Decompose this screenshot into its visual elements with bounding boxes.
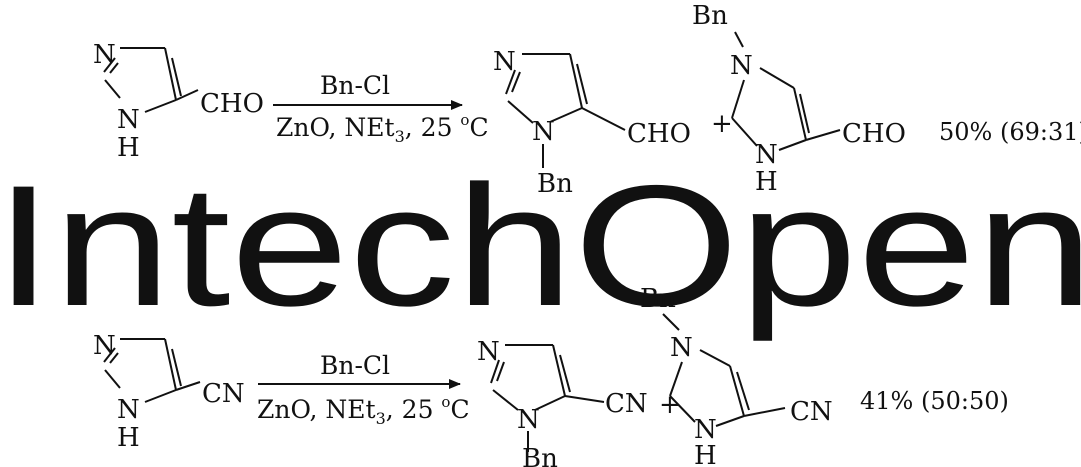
row1-reagent-deg: o (460, 111, 469, 129)
row2-product-a-bn: Bn (522, 444, 558, 467)
row2-reagent-sub: 3 (376, 409, 386, 428)
row1-plus: + (711, 109, 733, 139)
row1-reactant-n-bot: N (117, 105, 140, 135)
row2-reactant-h: H (117, 423, 140, 453)
row1-reagent-base: ZnO, NEt (276, 113, 395, 142)
row2-reagent-unit: C (450, 395, 469, 424)
row1-product-b (731, 31, 841, 151)
watermark-text: IntechOpen (0, 150, 1081, 342)
row2-reactant (103, 338, 201, 403)
row1-product-a (505, 53, 626, 168)
row2-reactant-n-bot: N (117, 395, 140, 425)
row1-product-a-n-top: N (493, 47, 516, 77)
row1-reagent-tail: , 25 (405, 113, 461, 142)
row2-reactant-n-top: N (93, 331, 116, 361)
row1-product-b-h: H (755, 167, 778, 197)
row2-reagent-bottom: ZnO, NEt3, 25 oC (257, 393, 470, 428)
row2-reactant-group: CN (202, 379, 245, 409)
row1-reagent-unit: C (469, 113, 488, 142)
row1-reactant-n-top: N (93, 40, 116, 70)
row2-reagent-deg: o (441, 393, 450, 411)
row2-product-a-n-bot: N (517, 405, 540, 435)
row2-product-b-n-top: N (670, 333, 693, 363)
row1-reactant-h: H (117, 133, 140, 163)
row1-reactant-group: CHO (200, 89, 264, 119)
row1-reactant (103, 47, 199, 113)
row1-product-a-n-bot: N (532, 117, 555, 147)
watermark: IntechOpen (0, 150, 1081, 342)
row1-reagent-sub: 3 (395, 127, 405, 146)
row1-product-a-bn: Bn (537, 169, 573, 199)
row1-reagent-bottom: ZnO, NEt3, 25 oC (276, 111, 489, 146)
row2-product-a-n-top: N (477, 337, 500, 367)
row2-product-b-bn: Bn (640, 284, 676, 314)
row2-product-b (662, 313, 786, 427)
row2-yield: 41% (50:50) (860, 387, 1009, 415)
row1-yield: 50% (69:31) (939, 118, 1081, 146)
row2-product-b-group: CN (790, 397, 833, 427)
row1-product-b-group: CHO (842, 119, 906, 149)
row1-product-b-bn: Bn (692, 1, 728, 31)
reaction-row-1: N N H CHO Bn-Cl ZnO, NEt3, 25 oC N N Bn … (93, 1, 1081, 199)
row1-reagent-top: Bn-Cl (320, 71, 390, 100)
row2-product-b-n-bot: N (694, 415, 717, 445)
row2-reagent-top: Bn-Cl (320, 351, 390, 380)
row2-reagent-tail: , 25 (386, 395, 442, 424)
row1-product-a-group: CHO (627, 119, 691, 149)
row2-reagent-base: ZnO, NEt (257, 395, 376, 424)
row2-product-a (490, 344, 605, 452)
reaction-row-2: N N H CN Bn-Cl ZnO, NEt3, 25 oC N N Bn C… (93, 284, 1009, 467)
row1-product-b-n-bot: N (755, 140, 778, 170)
row1-product-b-n-top: N (730, 51, 753, 81)
row2-plus: + (659, 390, 681, 420)
row2-product-a-group: CN (605, 389, 648, 419)
row2-product-b-h: H (694, 441, 717, 467)
